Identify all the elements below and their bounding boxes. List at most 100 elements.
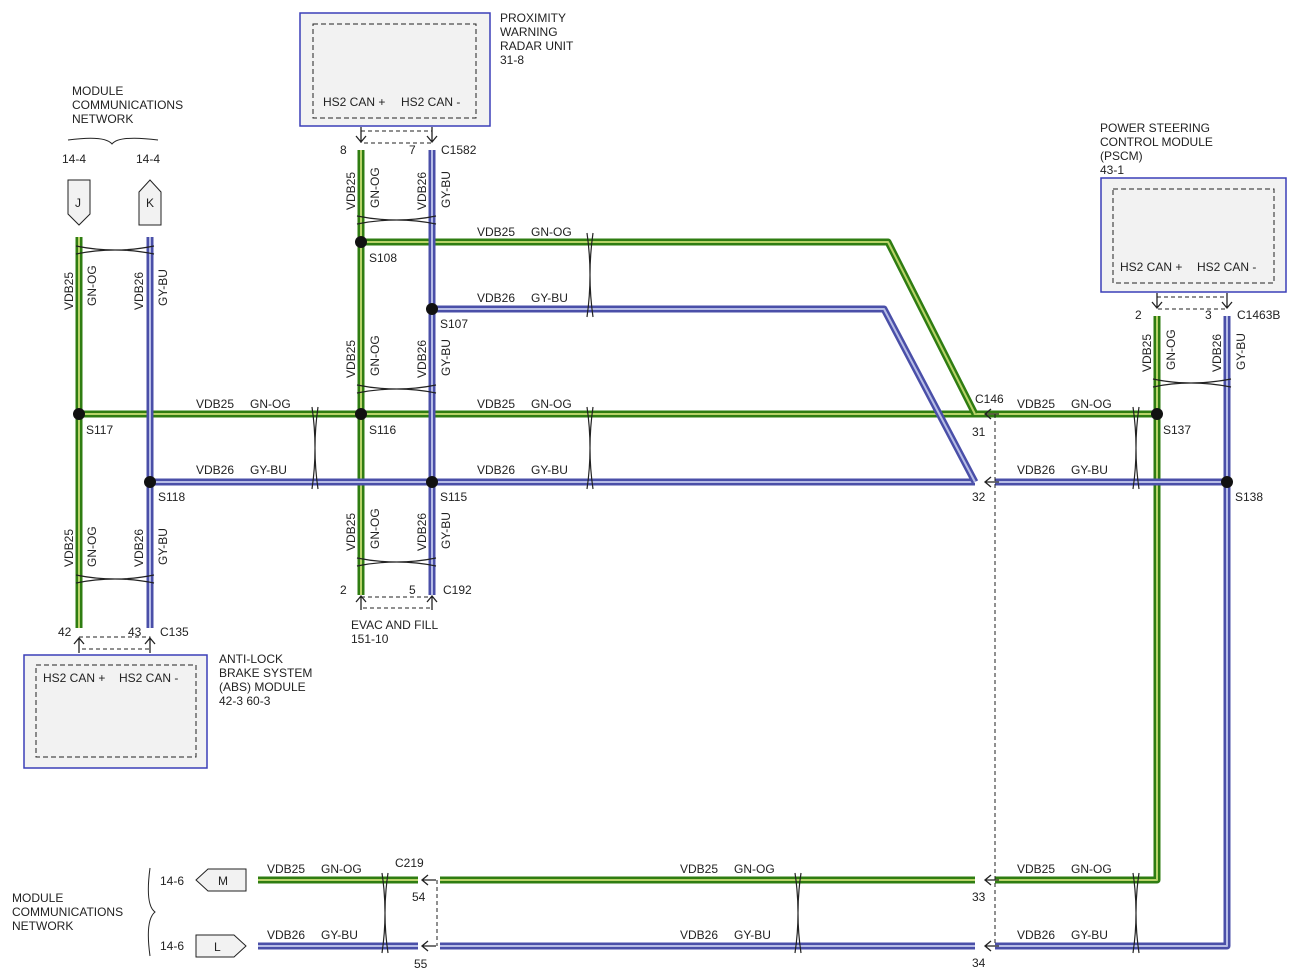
splice-s117-label: S117: [86, 423, 113, 437]
splice-s108-dot: [355, 236, 367, 248]
c146-pin-34: 34: [972, 956, 986, 970]
wire-label-circuit: VDB26: [415, 340, 429, 378]
network-top-ref-left: 14-4: [62, 152, 86, 166]
wire-label-circuit: VDB26: [477, 463, 515, 477]
evac-and-fill-label: EVAC AND FILL 151-10: [351, 618, 438, 646]
wire-label-color: GN-OG: [368, 167, 382, 208]
splice-s118-dot: [144, 476, 156, 488]
splice-s116-dot: [355, 408, 367, 420]
abs-pin-plus-label: HS2 CAN +: [43, 671, 105, 685]
wire-label-color: GN-OG: [531, 225, 572, 239]
splice-s107-dot: [426, 303, 438, 315]
vertical-wire-labels: VDB25 GN-OG VDB26 GY-BU VDB25 GN-OG VDB2…: [62, 167, 1248, 567]
prw-name-line-4: 31-8: [500, 53, 524, 67]
prw-pin-plus-label: HS2 CAN +: [323, 95, 385, 109]
pscm-pin-minus-label: HS2 CAN -: [1197, 260, 1256, 274]
c219-label: C219: [395, 856, 424, 870]
splice-s137-label: S137: [1163, 423, 1191, 437]
wire-label-color: GN-OG: [321, 862, 362, 876]
network-bottom-ref-top: 14-6: [160, 874, 184, 888]
wire-stripe: [995, 316, 1158, 881]
wire-label-color: GN-OG: [1071, 397, 1112, 411]
wire-label-circuit: VDB26: [1017, 463, 1055, 477]
c146-pin-33: 33: [972, 890, 986, 904]
abs-name-line-4: 42-3 60-3: [219, 694, 271, 708]
wire-label-circuit: VDB25: [196, 397, 234, 411]
c192-pin-2: 2: [340, 583, 347, 597]
wire-label-color: GY-BU: [250, 463, 287, 477]
abs-name-line-3: (ABS) MODULE: [219, 680, 306, 694]
network-top-ref-right: 14-4: [136, 152, 160, 166]
abs-pin-minus-label: HS2 CAN -: [119, 671, 178, 685]
splice-s107-label: S107: [440, 317, 468, 331]
wire-label-color: GN-OG: [368, 508, 382, 549]
wire-label-circuit: VDB25: [477, 225, 515, 239]
pscm-pin-plus-label: HS2 CAN +: [1120, 260, 1182, 274]
pscm-name-line-2: CONTROL MODULE: [1100, 135, 1213, 149]
splice-s116-label: S116: [369, 423, 396, 437]
wire-label-circuit: VDB25: [267, 862, 305, 876]
c1463b-label: C1463B: [1237, 308, 1280, 322]
pscm-name-line-3: (PSCM): [1100, 149, 1143, 163]
c1463b-pin-3: 3: [1205, 308, 1212, 322]
green-wires: [75, 150, 1161, 884]
c219-pin-55: 55: [414, 957, 428, 971]
splice-s115-dot: [426, 476, 438, 488]
wire-stripe: [432, 308, 976, 483]
wire-label-circuit: VDB25: [344, 340, 358, 378]
c135-pin-42: 42: [58, 625, 72, 639]
wire-label-color: GY-BU: [439, 512, 453, 549]
module-abs: HS2 CAN + HS2 CAN - ANTI-LOCK BRAKE SYST…: [23, 652, 312, 769]
network-bottom-brace: [147, 867, 156, 957]
prw-name-line-2: WARNING: [500, 25, 558, 39]
abs-name-line-2: BRAKE SYSTEM: [219, 666, 312, 680]
wire-stripe: [995, 316, 1228, 947]
network-top-brace: [67, 137, 159, 145]
wire-label-color: GY-BU: [1234, 333, 1248, 370]
wire-label-color: GY-BU: [1071, 463, 1108, 477]
wire-label-circuit: VDB25: [1017, 397, 1055, 411]
tag-m-label: M: [218, 874, 228, 888]
c1582-pin-8: 8: [340, 143, 347, 157]
c219-pin-54: 54: [412, 890, 426, 904]
splice-labels: S108 S107 S117 S116 S118 S115 S137 S138: [86, 251, 1263, 504]
prw-name-line-1: PROXIMITY: [500, 11, 566, 25]
wire-label-color: GN-OG: [734, 862, 775, 876]
wire-label-circuit: VDB25: [680, 862, 718, 876]
wire-label-circuit: VDB26: [196, 463, 234, 477]
splice-s138-dot: [1221, 476, 1233, 488]
wire-label-color: GN-OG: [531, 397, 572, 411]
splice-s137-dot: [1151, 408, 1163, 420]
wire-label-color: GY-BU: [531, 463, 568, 477]
connector-labels: 8 7 C1582 2 3 C1463B C146 31 32 33 34 42…: [58, 143, 1280, 971]
wire-label-color: GY-BU: [439, 339, 453, 376]
wire-label-circuit: VDB26: [680, 928, 718, 942]
wire-segment: [432, 305, 979, 484]
wire-label-circuit: VDB25: [1017, 862, 1055, 876]
c146-label: C146: [975, 392, 1004, 406]
splice-s138-label: S138: [1235, 490, 1263, 504]
wire-label-color: GN-OG: [368, 335, 382, 376]
evac-name-line-2: 151-10: [351, 632, 389, 646]
network-top: MODULE COMMUNICATIONS NETWORK 14-4 14-4 …: [62, 84, 183, 226]
network-bottom-line-2: COMMUNICATIONS: [12, 905, 123, 919]
module-pscm: HS2 CAN + HS2 CAN - POWER STEERING CONTR…: [1100, 121, 1287, 293]
wire-label-circuit: VDB25: [344, 172, 358, 210]
connector-tag-j: [67, 179, 91, 226]
c192-label: C192: [443, 583, 472, 597]
wire-stripe: [361, 241, 976, 415]
c135-label: C135: [160, 625, 189, 639]
wire-label-color: GY-BU: [156, 269, 170, 306]
network-top-line-1: MODULE: [72, 84, 123, 98]
prw-name-line-3: RADAR UNIT: [500, 39, 574, 53]
c146-pin-31: 31: [972, 425, 986, 439]
wire-label-circuit: VDB26: [415, 172, 429, 210]
c1582-pin-7: 7: [409, 143, 416, 157]
connector-outlines: [78, 130, 1228, 946]
pin-terminals: [73, 127, 1233, 952]
module-proximity-warning-radar: HS2 CAN + HS2 CAN - PROXIMITY WARNING RA…: [299, 11, 574, 127]
wire-label-circuit: VDB26: [267, 928, 305, 942]
network-bottom-line-1: MODULE: [12, 891, 63, 905]
abs-name-line-1: ANTI-LOCK: [219, 652, 283, 666]
